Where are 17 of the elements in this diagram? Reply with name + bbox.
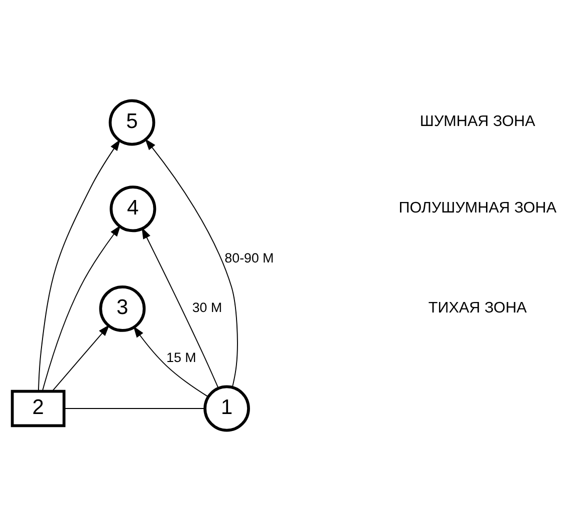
- node-circle: 1: [204, 384, 250, 432]
- arrow: [38, 138, 120, 392]
- node-circle: 5: [108, 98, 156, 146]
- arrow: [52, 324, 110, 391]
- arrow: [42, 224, 121, 391]
- node-circle: 4: [110, 185, 156, 232]
- edge-label: 80-90 М: [224, 250, 274, 265]
- node-box: 2: [10, 389, 66, 427]
- arrow: [133, 326, 209, 397]
- arrow: [144, 138, 238, 388]
- node-circle: 3: [99, 284, 146, 332]
- label: ШУМНАЯ ЗОНА: [420, 112, 536, 130]
- arrow: [142, 226, 219, 388]
- edge-label: 30 М: [192, 300, 222, 315]
- label: ТИХАЯ ЗОНА: [428, 298, 527, 316]
- label: ПОЛУШУМНАЯ ЗОНА: [398, 199, 556, 216]
- edge-label: 15 М: [166, 350, 196, 365]
